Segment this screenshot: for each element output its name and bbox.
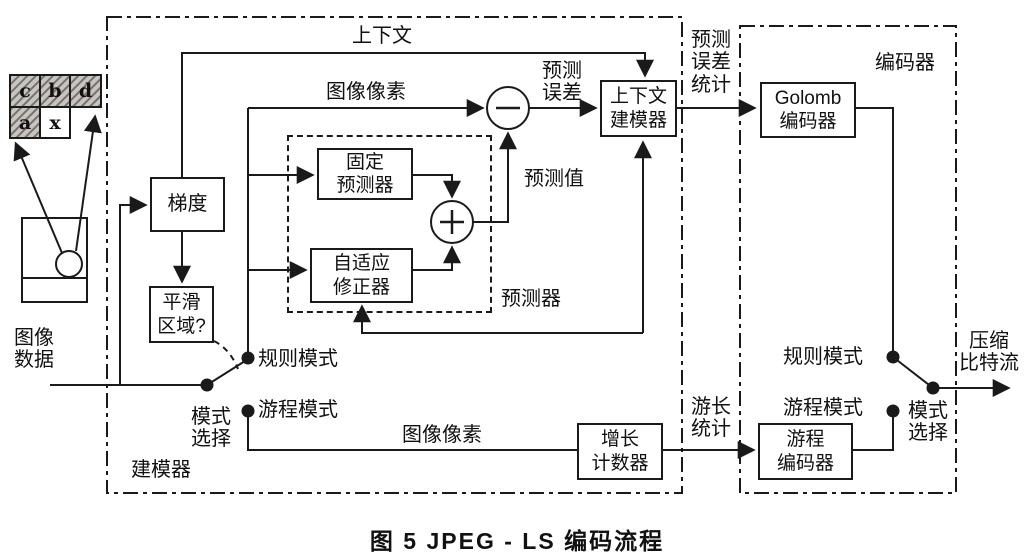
adaptive-corrector-block: 自适应 修正器 [310, 248, 413, 303]
wire-adaptive-to-adder [413, 245, 461, 271]
smooth-region-block: 平滑 区域? [149, 286, 214, 343]
wire-run-mode-to-counter [247, 414, 577, 451]
wire-right-switch-lever [892, 356, 934, 389]
context-label: 上下文 [352, 25, 412, 47]
wire-smooth-decision-dashed [213, 340, 239, 370]
predictor-group-box [287, 135, 492, 313]
wire-pred-value-to-subtract [473, 131, 517, 223]
modeler-region-border [106, 16, 683, 494]
run-coder-block: 游程 编码器 [758, 423, 853, 480]
left-run-contact-dot [241, 404, 255, 418]
mode-select-left-label: 模式 选择 [191, 406, 231, 451]
prediction-error-label: 预测 误差 [542, 60, 582, 105]
regular-mode-left-label: 规则模式 [258, 348, 338, 370]
golomb-coder-block: Golomb 编码器 [760, 82, 856, 138]
figure-caption: 图 5 JPEG - LS 编码流程 [369, 528, 665, 554]
left-regular-contact-dot [241, 351, 255, 365]
right-run-contact-dot [886, 404, 900, 418]
plus-node-icon [430, 200, 474, 244]
run-mode-left-label: 游程模式 [258, 399, 338, 421]
wire-golomb-to-regular-contact [855, 107, 894, 351]
encoder-region-border [739, 25, 957, 494]
left-switch-pivot-dot [200, 378, 214, 392]
cell-b-label: b [48, 80, 62, 102]
mode-select-right-label: 模式 选择 [908, 400, 948, 445]
wire-image-data-to-gradient [119, 196, 148, 385]
cell-x [39, 106, 71, 139]
cell-c-label: c [19, 80, 31, 102]
connectors [50, 52, 1011, 459]
image-pixels-top-label: 图像像素 [326, 81, 406, 103]
gradient-block: 梯度 [150, 177, 225, 232]
encoder-region-label: 编码器 [875, 52, 935, 74]
compressed-bitstream-label: 压缩 比特流 [959, 330, 1019, 375]
cell-a-label: a [18, 111, 32, 134]
wire-context-to-modeler [181, 52, 654, 177]
cell-c [9, 74, 41, 108]
switch-contacts [200, 350, 940, 418]
image-data-label: 图像 数据 [14, 327, 54, 372]
cell-d [69, 74, 102, 108]
pixel-template [9, 74, 102, 139]
prediction-value-label: 预测值 [524, 168, 584, 190]
run-mode-right-label: 游程模式 [783, 397, 863, 419]
right-switch-pivot-dot [926, 381, 940, 395]
run-length-stats-label: 游长 统计 [691, 396, 731, 441]
wire-feedback-to-corrector [353, 304, 643, 334]
context-modeler-block: 上下文 建模器 [600, 80, 677, 137]
predictor-label: 预测器 [501, 288, 561, 310]
prediction-error-stats-label: 预测 误差 统计 [691, 29, 731, 96]
modeler-region-label: 建模器 [131, 459, 191, 481]
cell-x-label: x [49, 111, 61, 134]
right-regular-contact-dot [886, 350, 900, 364]
wire-left-switch-lever [206, 360, 246, 386]
regular-mode-right-label: 规则模式 [783, 346, 863, 368]
wire-fixed-to-adder [413, 174, 461, 199]
scan-position-icon [13, 114, 102, 303]
wire-runcoder-to-run-contact [853, 416, 894, 451]
cell-d-label: d [78, 80, 93, 102]
minus-node-icon [486, 86, 530, 130]
run-counter-block: 增长 计数器 [577, 423, 663, 480]
fixed-predictor-block: 固定 预测器 [317, 148, 413, 200]
region-borders [106, 16, 957, 494]
image-pixels-bottom-label: 图像像素 [402, 424, 482, 446]
